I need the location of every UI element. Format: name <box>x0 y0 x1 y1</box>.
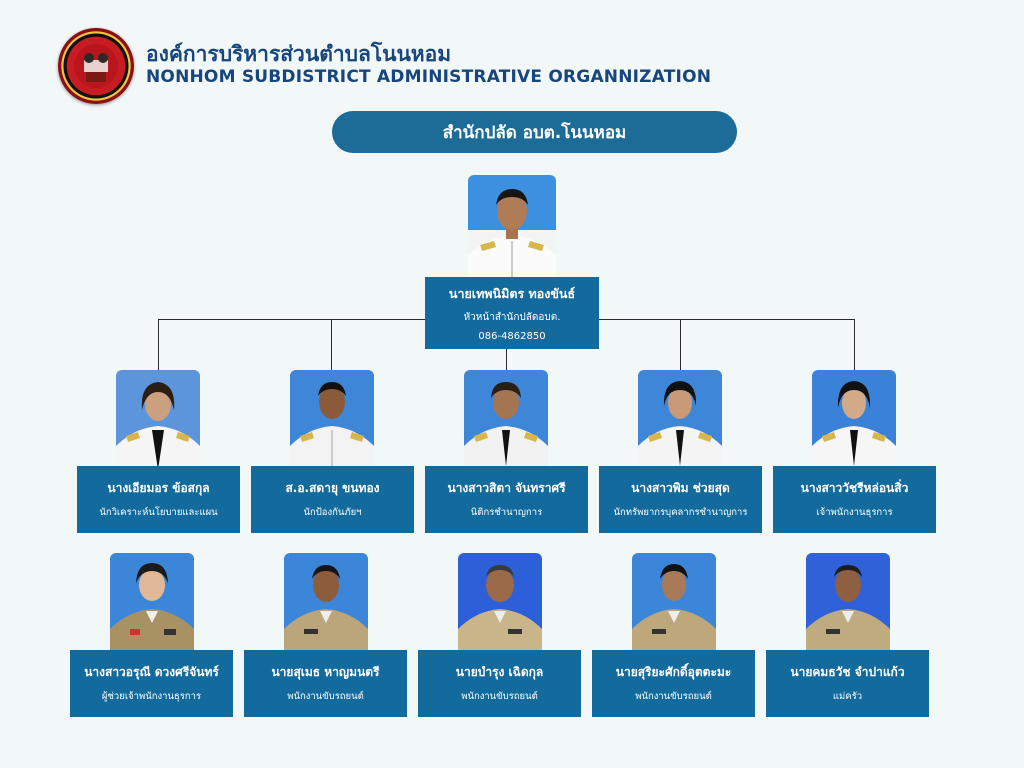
staff-card: นายสุเมธ หาญมนตรี พนักงานขับรถยนต์ <box>244 650 407 717</box>
staff-name: นายคมธวัช จำปาแก้ว <box>790 665 905 679</box>
staff-name: ส.อ.สดายุ ขนทอง <box>285 481 380 495</box>
staff-photo <box>290 370 374 474</box>
staff-card: นางเอียมอร ข้อสกุล นักวิเคราะห์นโยบายและ… <box>77 466 240 533</box>
staff-position: นักป้องกันภัยฯ <box>303 507 362 518</box>
head-phone: 086-4862850 <box>478 331 546 342</box>
staff-name: นางเอียมอร ข้อสกุล <box>107 481 210 495</box>
staff-name: นายบำรุง เฉิดกุล <box>455 665 544 679</box>
org-emblem-logo <box>58 28 134 104</box>
staff-name: นางสาวพิม ช่วยสุด <box>631 481 730 495</box>
org-name-english: NONHOM SUBDISTRICT ADMINISTRATIVE ORGANN… <box>146 67 712 87</box>
staff-card: นายคมธวัช จำปาแก้ว แม่ครัว <box>766 650 929 717</box>
staff-card: นางสาวสิตา จันทราศรี นิติกรชำนาญการ <box>425 466 588 533</box>
head-name: นายเทพนิมิตร ทองขันธ์ <box>448 286 576 301</box>
department-title-banner: สำนักปลัด อบต.โนนหอม <box>332 111 737 153</box>
staff-photo <box>116 370 200 474</box>
staff-position: นักวิเคราะห์นโยบายและแผน <box>99 507 218 518</box>
staff-card: นางสาวอรุณี ดวงศรีจันทร์ ผู้ช่วยเจ้าพนัก… <box>70 650 233 717</box>
connector-drop-4 <box>680 319 681 370</box>
staff-position: พนักงานขับรถยนต์ <box>635 691 712 702</box>
staff-position: ผู้ช่วยเจ้าพนักงานธุรการ <box>101 691 202 702</box>
head-card: นายเทพนิมิตร ทองขันธ์ หัวหน้าสำนักปลัดอบ… <box>425 277 599 349</box>
org-name-thai: องค์การบริหารส่วนตำบลโนนหอม <box>146 42 452 66</box>
staff-card: นางสาววัชรีหล่อนสิ่ว เจ้าพนักงานธุรการ <box>773 466 936 533</box>
staff-position: แม่ครัว <box>832 691 863 702</box>
staff-card: นายสุริยะศักดิ์อุตตะมะ พนักงานขับรถยนต์ <box>592 650 755 717</box>
staff-name: นายสุริยะศักดิ์อุตตะมะ <box>615 665 732 679</box>
staff-position: พนักงานขับรถยนต์ <box>287 691 364 702</box>
connector-drop-3 <box>506 348 507 370</box>
staff-photo <box>464 370 548 474</box>
staff-card: นายบำรุง เฉิดกุล พนักงานขับรถยนต์ <box>418 650 581 717</box>
staff-name: นางสาวสิตา จันทราศรี <box>447 481 566 495</box>
staff-card: นางสาวพิม ช่วยสุด นักทรัพยากรบุคลากรชำนา… <box>599 466 762 533</box>
connector-drop-2 <box>331 319 332 370</box>
staff-card: ส.อ.สดายุ ขนทอง นักป้องกันภัยฯ <box>251 466 414 533</box>
staff-position: นักทรัพยากรบุคลากรชำนาญการ <box>613 507 748 518</box>
staff-name: นางสาววัชรีหล่อนสิ่ว <box>800 481 909 495</box>
staff-name: นางสาวอรุณี ดวงศรีจันทร์ <box>84 665 219 679</box>
head-position: หัวหน้าสำนักปลัดอบต. <box>463 312 561 323</box>
staff-name: นายสุเมธ หาญมนตรี <box>271 665 380 679</box>
staff-photo <box>458 553 542 657</box>
head-photo <box>468 175 556 285</box>
staff-position: พนักงานขับรถยนต์ <box>461 691 538 702</box>
staff-photo <box>812 370 896 474</box>
staff-position: เจ้าพนักงานธุรการ <box>816 507 893 518</box>
staff-position: นิติกรชำนาญการ <box>470 507 543 518</box>
staff-photo <box>806 553 890 657</box>
department-title: สำนักปลัด อบต.โนนหอม <box>442 122 627 143</box>
staff-photo <box>638 370 722 474</box>
connector-drop-1 <box>158 319 159 370</box>
staff-photo <box>110 553 194 657</box>
connector-drop-5 <box>854 319 855 370</box>
staff-photo <box>284 553 368 657</box>
staff-photo <box>632 553 716 657</box>
